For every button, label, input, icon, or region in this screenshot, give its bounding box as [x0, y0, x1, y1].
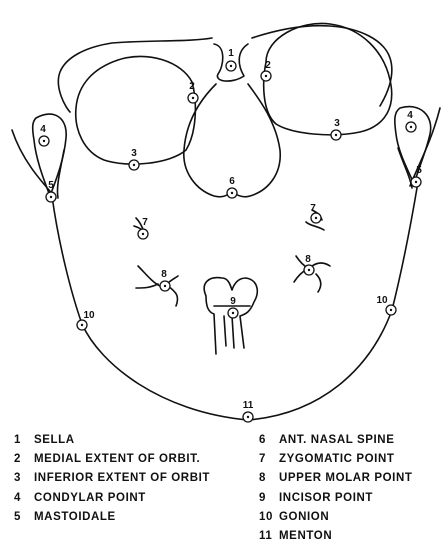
marker-dot	[335, 134, 337, 136]
landmark-marker-inferior-orbit-right: 3	[331, 118, 341, 140]
marker-label: 5	[416, 165, 422, 176]
legend-label: MENTON	[279, 527, 332, 546]
legend-number: 3	[14, 469, 34, 488]
legend-right-column: 6 ANT. NASAL SPINE 7 ZYGOMATIC POINT 8 U…	[259, 431, 413, 546]
marker-dot	[43, 140, 45, 142]
legend-item: 5 MASTOIDALE	[14, 508, 210, 527]
legend-label: INCISOR POINT	[279, 489, 373, 508]
landmark-marker-molar-left: 8	[160, 269, 170, 291]
legend-item: 3 INFERIOR EXTENT OF ORBIT	[14, 469, 210, 488]
landmark-markers: 1 2 2 3 3 4 4 5 5 6 7 7 8 8 9 10 10 11	[39, 48, 422, 422]
marker-label: 10	[376, 295, 388, 306]
landmark-marker-sella: 1	[226, 48, 236, 71]
right-orbit	[264, 23, 392, 134]
marker-dot	[142, 233, 144, 235]
marker-label: 1	[228, 48, 234, 59]
legend-item: 8 UPPER MOLAR POINT	[259, 469, 413, 488]
marker-dot	[133, 164, 135, 166]
marker-label: 11	[243, 400, 254, 411]
marker-label: 8	[305, 254, 311, 265]
legend-label: ANT. NASAL SPINE	[279, 431, 394, 450]
marker-dot	[232, 312, 234, 314]
marker-dot	[390, 309, 392, 311]
landmark-marker-gonion-right: 10	[376, 295, 396, 315]
legend-number: 7	[259, 450, 279, 469]
legend-item: 9 INCISOR POINT	[259, 489, 413, 508]
left-condyle-process	[12, 130, 64, 198]
marker-dot	[315, 217, 317, 219]
legend-left-column: 1 SELLA 2 MEDIAL EXTENT OF ORBIT. 3 INFE…	[14, 431, 210, 527]
legend-number: 6	[259, 431, 279, 450]
marker-dot	[308, 269, 310, 271]
marker-dot	[415, 181, 417, 183]
legend-number: 2	[14, 450, 34, 469]
marker-label: 7	[310, 203, 316, 214]
legend-label: MASTOIDALE	[34, 508, 116, 527]
legend-number: 8	[259, 469, 279, 488]
landmark-marker-nasal-spine: 6	[227, 176, 237, 198]
legend-number: 4	[14, 489, 34, 508]
marker-label: 9	[230, 296, 236, 307]
landmark-marker-molar-right: 8	[304, 254, 314, 275]
landmark-marker-medial-orbit-right: 2	[261, 60, 271, 81]
marker-label: 5	[48, 180, 54, 191]
legend-item: 11 MENTON	[259, 527, 413, 546]
marker-dot	[230, 65, 232, 67]
marker-label: 2	[265, 60, 271, 71]
legend-item: 2 MEDIAL EXTENT OF ORBIT.	[14, 450, 210, 469]
landmark-marker-zygomatic-right: 7	[310, 203, 321, 223]
skull-outline-right	[252, 26, 392, 106]
marker-dot	[81, 324, 83, 326]
marker-label: 3	[131, 148, 137, 159]
legend-label: MEDIAL EXTENT OF ORBIT.	[34, 450, 200, 469]
right-condyle-process	[398, 108, 440, 188]
legend-item: 1 SELLA	[14, 431, 210, 450]
landmark-marker-menton: 11	[243, 400, 254, 422]
legend-label: ZYGOMATIC POINT	[279, 450, 394, 469]
marker-label: 3	[334, 118, 340, 129]
legend-item: 7 ZYGOMATIC POINT	[259, 450, 413, 469]
landmark-marker-condylar-left: 4	[39, 124, 49, 146]
marker-dot	[164, 285, 166, 287]
legend-number: 1	[14, 431, 34, 450]
landmark-marker-inferior-orbit-left: 3	[129, 148, 139, 170]
landmark-marker-medial-orbit-left: 2	[188, 81, 198, 103]
marker-dot	[247, 416, 249, 418]
legend-number: 9	[259, 489, 279, 508]
marker-dot	[410, 126, 412, 128]
legend-number: 10	[259, 508, 279, 527]
marker-dot	[231, 192, 233, 194]
marker-dot	[192, 97, 194, 99]
legend-item: 6 ANT. NASAL SPINE	[259, 431, 413, 450]
marker-label: 2	[189, 81, 195, 92]
left-molar	[136, 266, 178, 306]
legend-item: 10 GONION	[259, 508, 413, 527]
marker-label: 10	[83, 310, 95, 321]
landmark-marker-gonion-left: 10	[77, 310, 95, 330]
marker-label: 4	[40, 124, 46, 135]
marker-label: 7	[142, 217, 148, 228]
landmark-marker-condylar-right: 4	[406, 110, 416, 132]
marker-dot	[50, 196, 52, 198]
legend-number: 11	[259, 527, 279, 546]
legend-label: GONION	[279, 508, 329, 527]
legend-label: SELLA	[34, 431, 75, 450]
legend-item: 4 CONDYLAR POINT	[14, 489, 210, 508]
legend-label: INFERIOR EXTENT OF ORBIT	[34, 469, 210, 488]
legend-label: CONDYLAR POINT	[34, 489, 146, 508]
landmark-marker-incisor: 9	[228, 296, 238, 318]
marker-label: 8	[161, 269, 167, 280]
marker-label: 4	[407, 110, 413, 121]
legend-label: UPPER MOLAR POINT	[279, 469, 413, 488]
marker-dot	[265, 75, 267, 77]
marker-label: 6	[229, 176, 235, 187]
legend-number: 5	[14, 508, 34, 527]
